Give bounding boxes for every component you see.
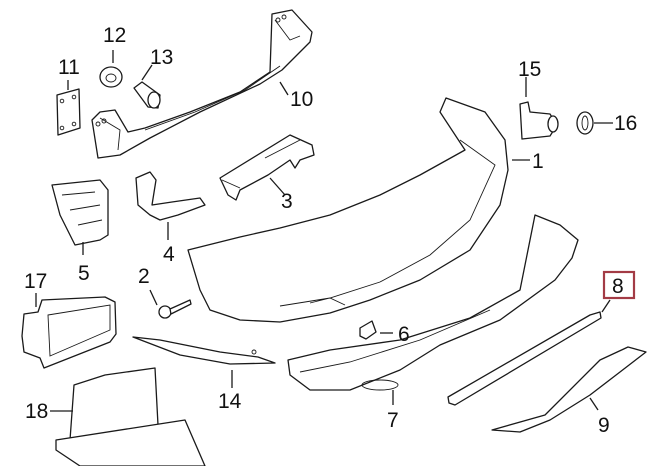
part-1-bumper-cover[interactable] [187, 97, 509, 323]
callout-label-5: 5 [78, 262, 90, 285]
part-4-bracket[interactable] [135, 171, 206, 221]
part-6-clip[interactable] [359, 320, 377, 340]
part-5-bracket[interactable] [51, 179, 109, 246]
callout-label-6: 6 [398, 323, 410, 346]
part-15-parking-sensor[interactable] [519, 101, 559, 140]
part-2-screw[interactable] [158, 299, 192, 319]
callout-label-13: 13 [150, 46, 173, 69]
part-11-plate[interactable] [56, 88, 81, 136]
part-12-nut[interactable] [99, 66, 123, 88]
callout-label-3: 3 [281, 190, 293, 213]
part-3-bracket[interactable] [219, 134, 315, 201]
callout-label-18: 18 [25, 400, 48, 423]
part-8-molding-strip[interactable] [447, 311, 602, 406]
callout-label-11: 11 [58, 56, 80, 79]
part-9-trim[interactable] [491, 346, 647, 433]
callout-label-15: 15 [518, 58, 541, 81]
part-7-lower-cover[interactable] [287, 214, 579, 391]
callout-label-12: 12 [103, 24, 126, 47]
callout-label-8[interactable]: 8 [612, 275, 624, 298]
callout-label-2: 2 [138, 265, 150, 288]
part-13-bushing[interactable] [133, 81, 161, 109]
callout-label-16: 16 [614, 112, 637, 135]
callout-arrows [35, 50, 613, 412]
part-17-module[interactable] [21, 296, 117, 369]
callout-label-10: 10 [290, 88, 313, 111]
part-16-ring[interactable] [576, 111, 594, 135]
highlight-box [602, 270, 636, 300]
callout-label-1: 1 [532, 150, 544, 173]
callout-label-7: 7 [387, 409, 399, 432]
part-18-frame[interactable] [55, 367, 206, 466]
callout-label-14: 14 [218, 390, 242, 413]
callout-label-17: 17 [24, 270, 47, 293]
callout-label-4: 4 [163, 243, 175, 266]
callout-label-9: 9 [598, 414, 610, 437]
part-10-reinforcement-bar[interactable] [91, 9, 313, 159]
part-14-trim-strip[interactable] [132, 336, 276, 365]
